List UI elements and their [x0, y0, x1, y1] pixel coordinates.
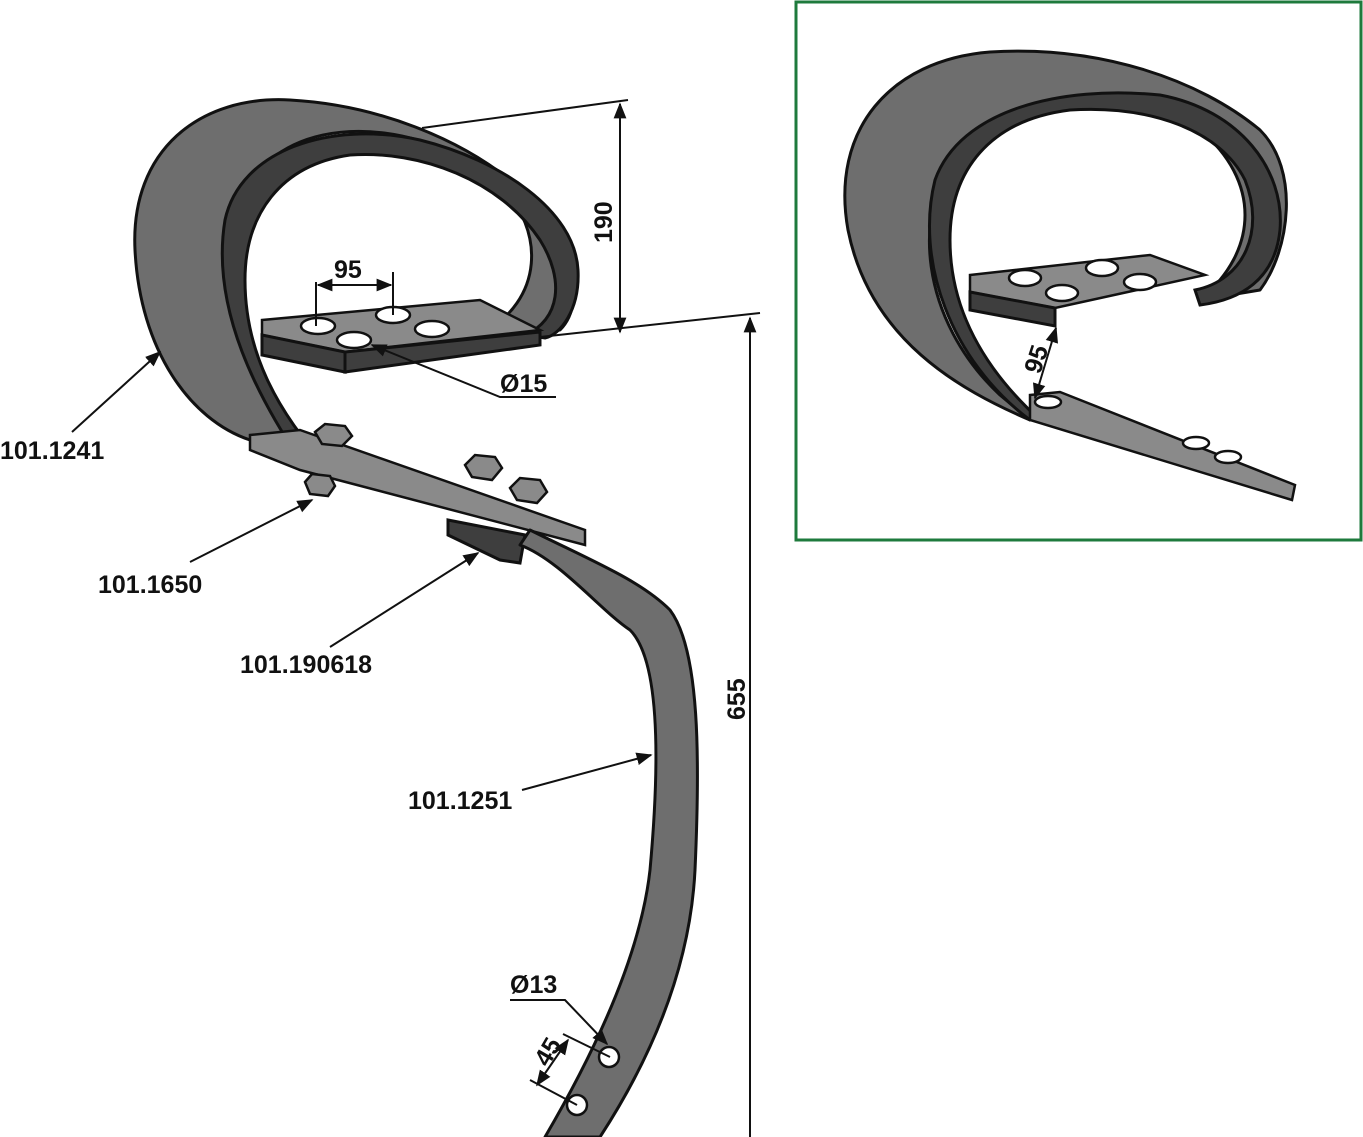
inset-plate-hole — [1084, 258, 1120, 278]
plate-hole — [335, 330, 373, 350]
ext-line — [562, 1033, 611, 1058]
inset-mounting-plate — [968, 253, 1210, 310]
inset-plate-edge — [968, 290, 1057, 328]
dimension-label: Ø15 — [500, 370, 547, 398]
nut-icon — [508, 476, 549, 505]
part-label: 101.1241 — [0, 437, 104, 465]
dimension-label: 655 — [723, 678, 751, 720]
part-label: 101.1650 — [98, 571, 202, 599]
hole13-leader — [510, 999, 609, 1046]
inset-strip-hole — [1033, 394, 1063, 410]
inset-view: 95 — [794, 0, 1363, 542]
nut-icon — [303, 472, 337, 498]
leader-101-1251 — [521, 752, 653, 791]
inset-strip-hole — [1181, 435, 1211, 451]
leader-101-1650 — [189, 499, 314, 563]
point-hole-spacing — [536, 1038, 569, 1087]
bracket-shape — [446, 518, 527, 565]
ext-line — [421, 99, 629, 129]
dimension-label: 190 — [590, 201, 618, 243]
hole-leader — [370, 344, 556, 398]
plate-hole — [413, 319, 451, 339]
clamp-bar — [248, 428, 587, 547]
dimension-label: 45 — [529, 1033, 567, 1071]
spring-coil-inner-edge — [220, 132, 580, 474]
main-tine-assembly — [133, 98, 699, 1137]
ext-line — [539, 312, 761, 338]
point-shank — [518, 528, 699, 1137]
plate-hole — [299, 316, 337, 336]
inset-coil-inner-edge — [927, 91, 1282, 422]
inset-strip-hole — [1213, 449, 1243, 465]
inset-plate-hole — [1044, 283, 1080, 303]
leader-101-1241 — [71, 350, 162, 433]
plate-edge-front — [343, 330, 542, 374]
part-label: 101.1251 — [408, 787, 512, 815]
nut-icon — [463, 453, 504, 482]
inset-dimension — [1033, 326, 1058, 400]
inset-plate-hole — [1007, 268, 1043, 288]
leader-101-190618 — [329, 552, 480, 648]
part-label: 101.190618 — [240, 651, 372, 679]
inset-plate-hole — [1122, 272, 1158, 292]
nut-icon — [313, 422, 354, 448]
dimension-label: 95 — [334, 256, 362, 284]
dimension-label: Ø13 — [510, 971, 557, 999]
